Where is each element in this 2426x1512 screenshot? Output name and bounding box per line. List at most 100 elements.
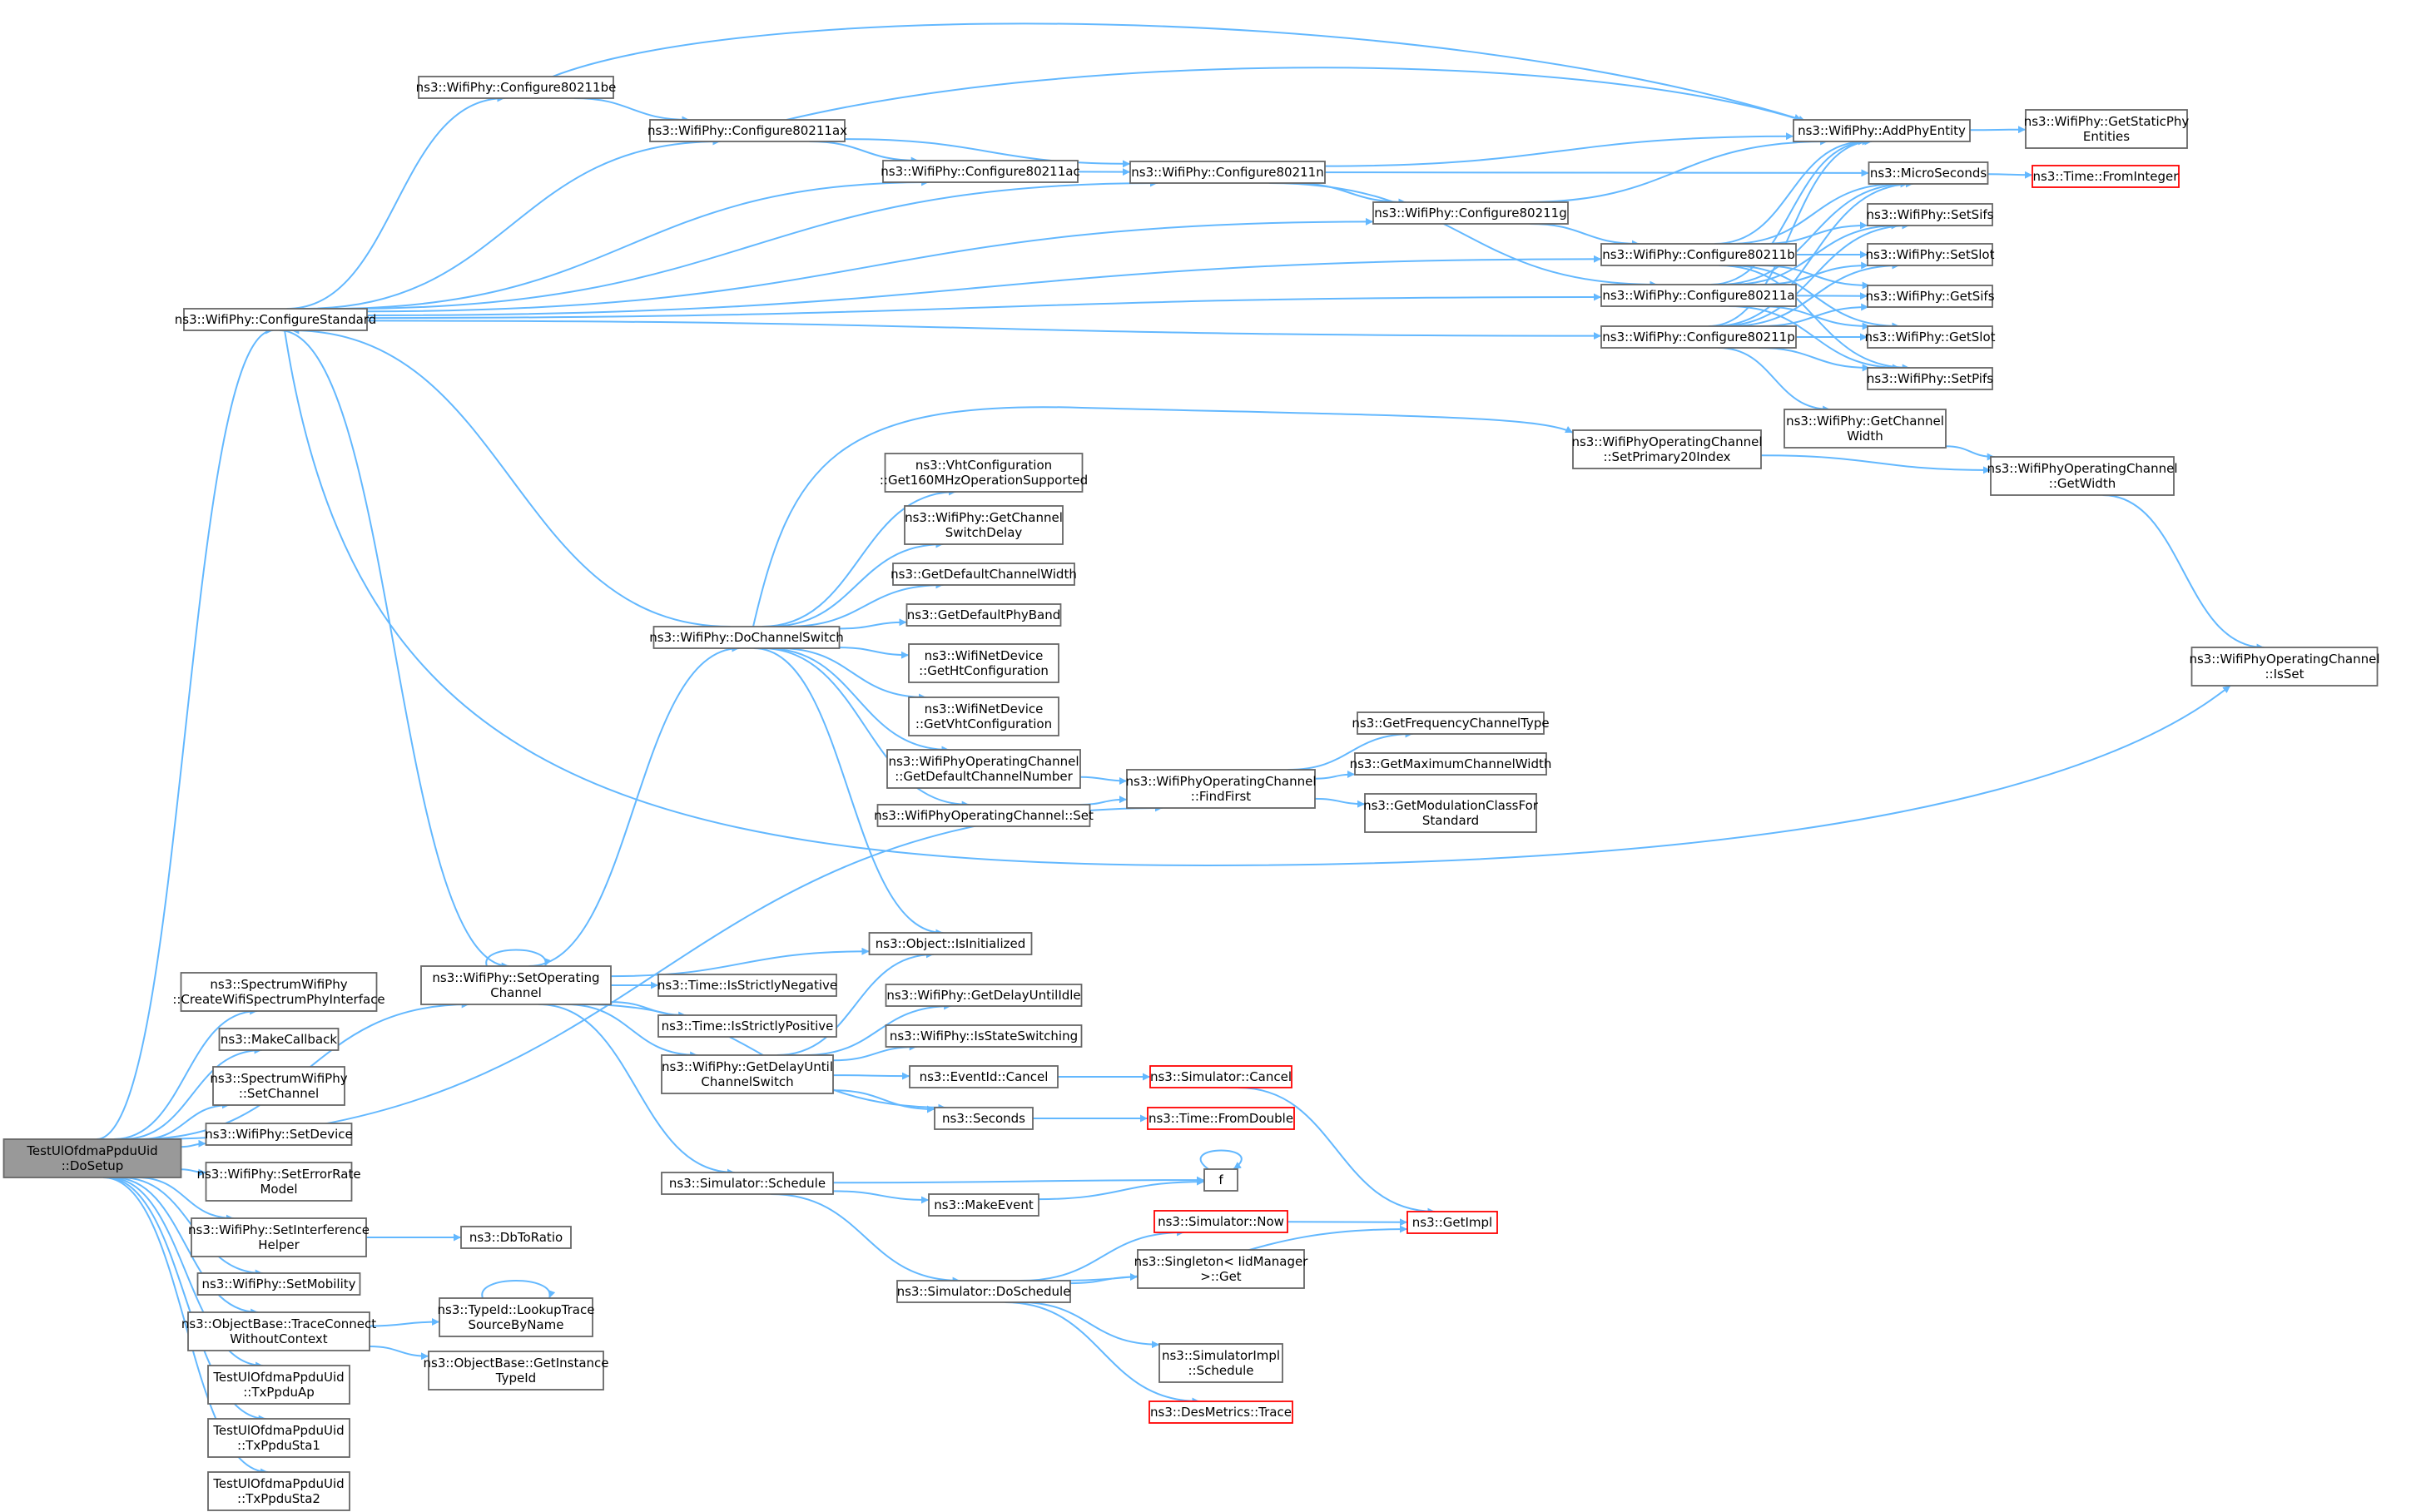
node-setPifs[interactable]: ns3::WifiPhy::SetPifs (1867, 367, 1993, 390)
node-findFirst[interactable]: ns3::WifiPhyOperatingChannel::FindFirst (1125, 769, 1317, 809)
node-isStateSw[interactable]: ns3::WifiPhy::IsStateSwitching (885, 1024, 1083, 1048)
node-cfgP[interactable]: ns3::WifiPhy::Configure80211p (1600, 325, 1797, 349)
node-schedule[interactable]: ns3::Simulator::Schedule (661, 1172, 834, 1195)
node-isInit[interactable]: ns3::Object::IsInitialized (868, 932, 1033, 955)
node-specSetCh[interactable]: ns3::SpectrumWifiPhy::SetChannel (210, 1066, 348, 1106)
node-desTrace[interactable]: ns3::DesMetrics::Trace (1149, 1400, 1293, 1424)
node-label: ::GetDefaultChannelNumber (895, 769, 1073, 784)
edge-cfgA-to-addPhy (1710, 137, 1870, 285)
node-defChW[interactable]: ns3::GetDefaultChannelWidth (891, 563, 1077, 586)
node-traceConn[interactable]: ns3::ObjectBase::TraceConnectWithoutCont… (181, 1311, 376, 1351)
node-cfgG[interactable]: ns3::WifiPhy::Configure80211g (1372, 201, 1569, 225)
edge-root-to-traceConn (112, 1177, 259, 1316)
node-htCfg[interactable]: ns3::WifiNetDevice::GetHtConfiguration (908, 643, 1059, 683)
node-label: ns3::WifiNetDevice (925, 701, 1044, 716)
node-box (886, 749, 1081, 789)
node-dbToRatio[interactable]: ns3::DbToRatio (460, 1226, 572, 1249)
edge-doChSw-to-isInit (753, 647, 944, 937)
node-freqType[interactable]: ns3::GetFrequencyChannelType (1352, 711, 1550, 735)
node-txSta2[interactable]: TestUlOfdmaPpduUid::TxPpduSta2 (207, 1471, 350, 1511)
node-box (1867, 285, 1993, 308)
node-createSpec[interactable]: ns3::SpectrumWifiPhy::CreateWifiSpectrum… (172, 972, 385, 1012)
node-getSifs[interactable]: ns3::WifiPhy::GetSifs (1865, 285, 1995, 308)
node-txAp[interactable]: TestUlOfdmaPpduUid::TxPpduAp (207, 1365, 350, 1405)
node-opGetW[interactable]: ns3::WifiPhyOperatingChannel::GetWidth (1987, 456, 2178, 496)
node-makeEvent[interactable]: ns3::MakeEvent (928, 1193, 1039, 1217)
node-getImpl[interactable]: ns3::GetImpl (1406, 1211, 1498, 1234)
edge-configStd-to-cfgA (366, 293, 1602, 320)
node-box (1867, 203, 1993, 226)
node-cfgB[interactable]: ns3::WifiPhy::Configure80211b (1600, 243, 1797, 266)
node-fromDouble[interactable]: ns3::Time::FromDouble (1147, 1107, 1295, 1130)
node-simCancel[interactable]: ns3::Simulator::Cancel (1149, 1065, 1292, 1088)
node-label: ns3::Seconds (942, 1111, 1025, 1126)
node-root[interactable]: TestUlOfdmaPpduUid::DoSetup (2, 1138, 182, 1178)
node-cfgA[interactable]: ns3::WifiPhy::Configure80211a (1600, 284, 1797, 307)
node-delayIdle[interactable]: ns3::WifiPhy::GetDelayUntilIdle (885, 984, 1083, 1007)
node-doSched[interactable]: ns3::Simulator::DoSchedule (896, 1280, 1071, 1303)
node-txSta1[interactable]: TestUlOfdmaPpduUid::TxPpduSta1 (207, 1418, 350, 1458)
edge-setOpCh-to-doChSw (528, 644, 740, 967)
node-evCancel[interactable]: ns3::EventId::Cancel (909, 1065, 1059, 1088)
node-box (1867, 243, 1993, 266)
node-setPrim[interactable]: ns3::WifiPhyOperatingChannel::SetPrimary… (1571, 429, 1763, 469)
node-cfgAC[interactable]: ns3::WifiPhy::Configure80211ac (881, 160, 1080, 183)
node-defBand[interactable]: ns3::GetDefaultPhyBand (905, 603, 1062, 627)
node-isSet[interactable]: ns3::WifiPhyOperatingChannel::IsSet (2189, 647, 2380, 687)
node-fromInt[interactable]: ns3::Time::FromInteger (2032, 165, 2180, 188)
node-opSet[interactable]: ns3::WifiPhyOperatingChannel::Set (874, 804, 1094, 827)
node-box (1354, 752, 1547, 776)
edge-root-to-makeCb (122, 1046, 262, 1140)
node-implSched[interactable]: ns3::SimulatorImpl::Schedule (1158, 1343, 1283, 1383)
node-setSlot[interactable]: ns3::WifiPhy::SetSlot (1866, 243, 1995, 266)
node-setMob[interactable]: ns3::WifiPhy::SetMobility (196, 1272, 361, 1296)
node-cfgAX[interactable]: ns3::WifiPhy::Configure80211ax (647, 119, 847, 142)
node-fnode[interactable]: f (1203, 1168, 1238, 1192)
node-doChSw[interactable]: ns3::WifiPhy::DoChannelSwitch (649, 626, 844, 649)
node-vhtCfg[interactable]: ns3::WifiNetDevice::GetVhtConfiguration (908, 697, 1059, 736)
node-seconds[interactable]: ns3::Seconds (934, 1107, 1034, 1130)
node-makeCb[interactable]: ns3::MakeCallback (218, 1028, 340, 1051)
node-label: ::SetChannel (239, 1086, 319, 1101)
node-defChNum[interactable]: ns3::WifiPhyOperatingChannel::GetDefault… (886, 749, 1081, 789)
node-box (2, 1138, 182, 1178)
node-label: ns3::GetModulationClassFor (1363, 798, 1539, 813)
node-cfgBE[interactable]: ns3::WifiPhy::Configure80211be (416, 76, 617, 99)
node-maxChW[interactable]: ns3::GetMaximumChannelWidth (1350, 752, 1552, 776)
node-simNow[interactable]: ns3::Simulator::Now (1153, 1210, 1288, 1233)
node-box (196, 1272, 361, 1296)
node-vht160[interactable]: ns3::VhtConfiguration::Get160MHzOperatio… (880, 453, 1088, 493)
node-label: ns3::MakeCallback (221, 1032, 337, 1047)
edge-findFirst-to-maxChW (1314, 771, 1356, 780)
edge-root-to-specSetCh (141, 1101, 230, 1140)
node-setDevice[interactable]: ns3::WifiPhy::SetDevice (205, 1123, 353, 1146)
node-box (905, 603, 1062, 627)
node-singleton[interactable]: ns3::Singleton< IidManager>::Get (1134, 1249, 1309, 1289)
edge-root-to-createSpec (113, 1007, 258, 1140)
node-box (1793, 119, 1971, 142)
node-setSifs[interactable]: ns3::WifiPhy::SetSifs (1867, 203, 1994, 226)
node-configStd[interactable]: ns3::WifiPhy::ConfigureStandard (175, 308, 376, 331)
node-label: ::FindFirst (1191, 789, 1252, 804)
node-strictPos[interactable]: ns3::Time::IsStrictlyPositive (657, 1014, 837, 1038)
node-cfgN[interactable]: ns3::WifiPhy::Configure80211n (1129, 161, 1326, 184)
edge-doChSw-to-opSet (761, 647, 970, 809)
edge-traceConn-to-getInstTid (369, 1346, 429, 1361)
node-label: ns3::GetDefaultChannelWidth (891, 567, 1077, 582)
node-addPhy[interactable]: ns3::WifiPhy::AddPhyEntity (1793, 119, 1971, 142)
node-strictNeg[interactable]: ns3::Time::IsStrictlyNegative (657, 974, 837, 997)
edge-getChW-to-opGetW (1945, 445, 1995, 461)
node-micro[interactable]: ns3::MicroSeconds (1868, 161, 1989, 185)
edge-configStd-to-isSet (284, 330, 2231, 867)
node-getSlot[interactable]: ns3::WifiPhy::GetSlot (1864, 325, 1996, 349)
